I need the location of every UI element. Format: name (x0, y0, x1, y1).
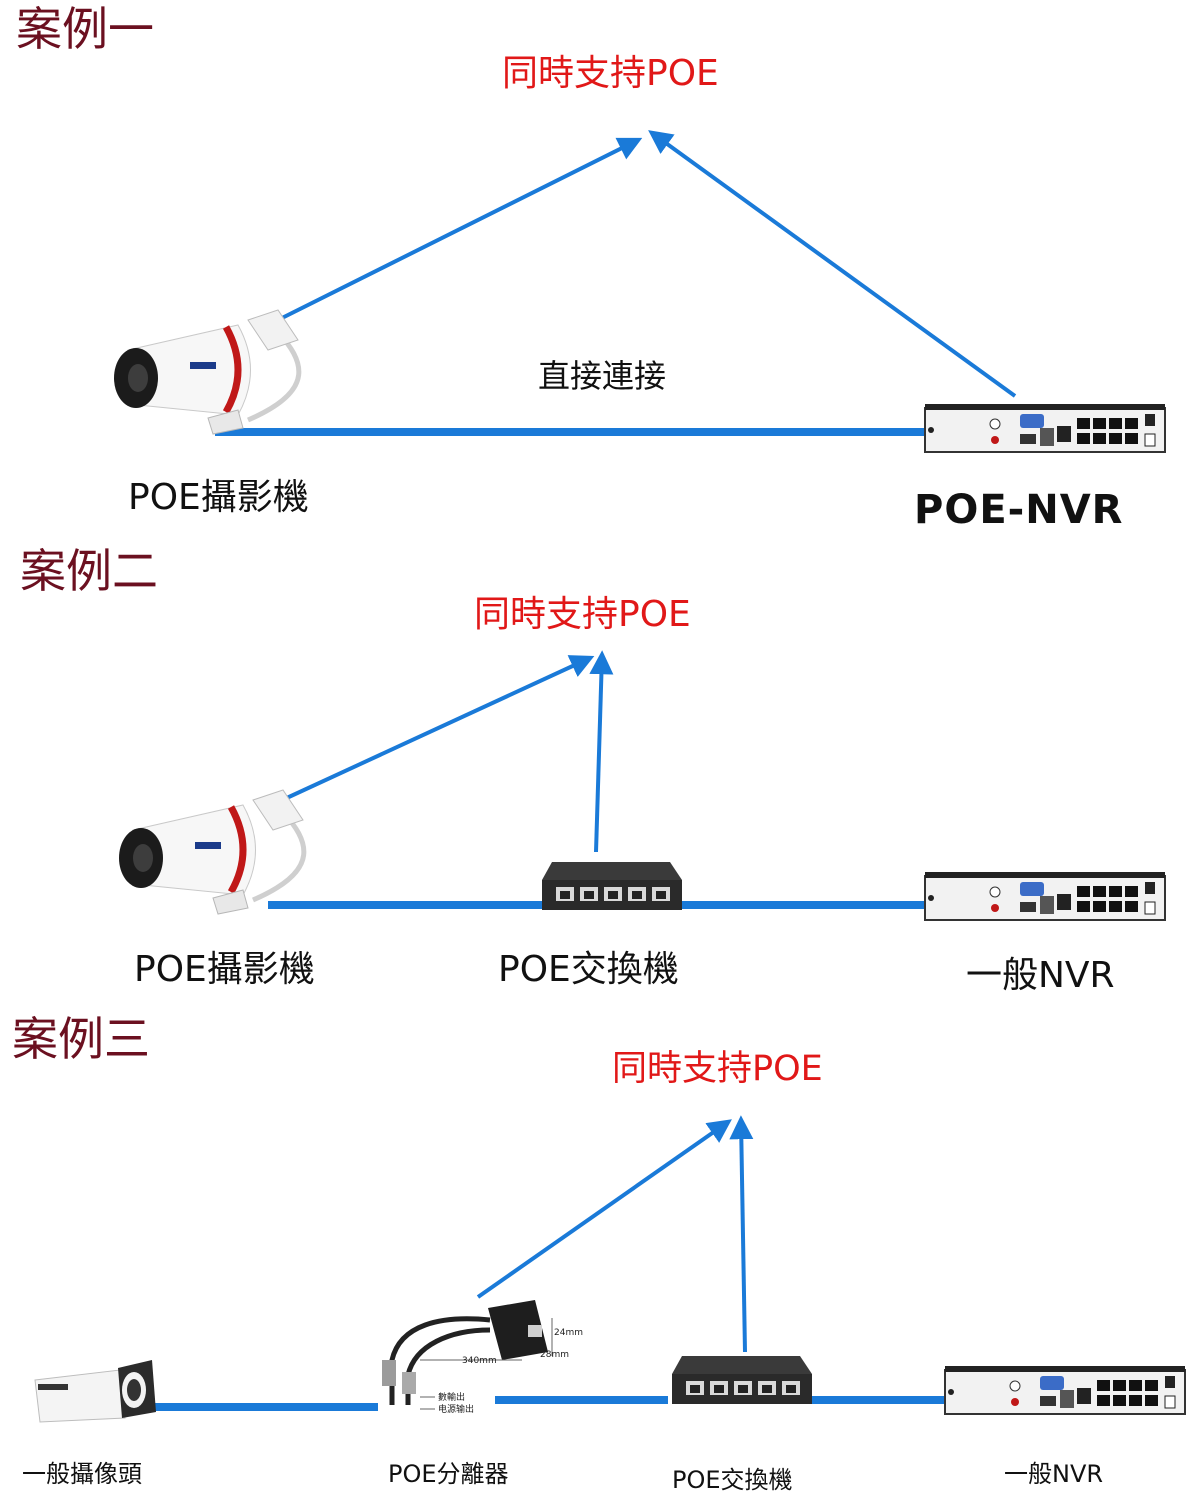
case1-nvr-label: POE-NVR (914, 487, 1124, 533)
case3-switch-label: POE交換機 (672, 1466, 793, 1494)
case2-arrow-switch (589, 650, 614, 853)
case1-note: 同時支持POE (502, 53, 719, 94)
bullet-camera-icon (119, 790, 304, 914)
network-switch-icon (672, 1356, 812, 1404)
poe-splitter-icon (382, 1300, 553, 1410)
bullet-camera-icon (114, 310, 299, 434)
case3-arrow-splitter (476, 1119, 732, 1299)
case1-arrow-camera (261, 137, 643, 330)
case2-note: 同時支持POE (474, 594, 691, 635)
case1-title: 案例一 (16, 2, 154, 56)
nvr-recorder-icon (924, 403, 1166, 453)
case2-title: 案例二 (20, 544, 158, 598)
nvr-recorder-icon (944, 1365, 1186, 1415)
box-camera-icon (34, 1360, 156, 1423)
splitter-length: 340mm (462, 1356, 497, 1366)
case2-nvr-label: 一般NVR (966, 955, 1115, 996)
splitter-dim-a: 24mm (554, 1328, 583, 1338)
network-switch-icon (542, 862, 682, 910)
case2-arrow-camera (264, 655, 595, 810)
splitter-power-out: 电源输出 (438, 1403, 474, 1415)
case3-note: 同時支持POE (612, 1049, 823, 1089)
case1-link-label: 直接連接 (538, 357, 667, 395)
case3-arrow-switch (729, 1115, 754, 1353)
splitter-dim-b: 28mm (540, 1350, 569, 1360)
case2-switch-label: POE交換機 (498, 949, 679, 990)
case2-camera-label: POE攝影機 (134, 949, 315, 990)
case3-camera-label: 一般攝像頭 (22, 1460, 142, 1488)
case1-arrow-nvr (648, 130, 1017, 398)
case3-nvr-label: 一般NVR (1004, 1460, 1104, 1488)
case1-camera-label: POE攝影機 (128, 477, 309, 518)
splitter-data-out: 數輸出 (438, 1391, 465, 1403)
case3-splitter-label: POE分離器 (388, 1460, 509, 1488)
case3-title: 案例三 (12, 1012, 150, 1066)
nvr-recorder-icon (924, 871, 1166, 921)
